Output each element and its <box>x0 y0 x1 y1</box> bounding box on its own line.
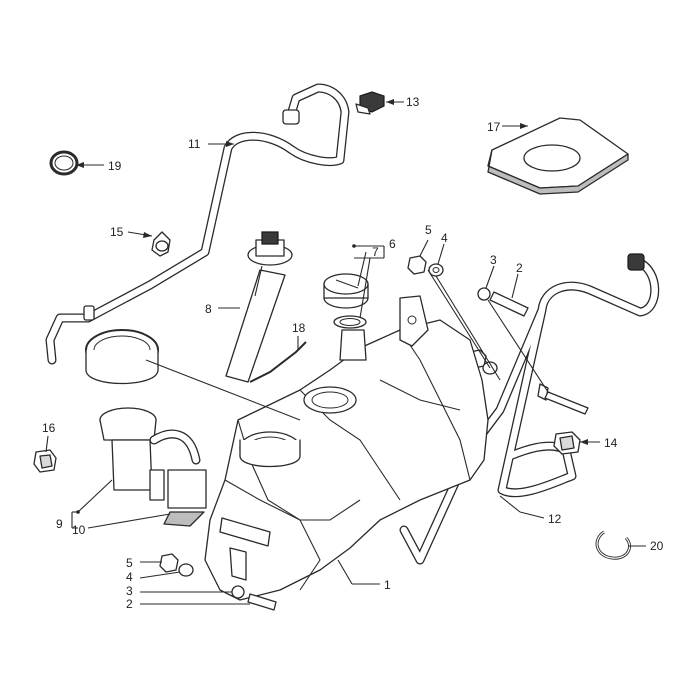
callout-3-lower: 3 <box>126 584 133 598</box>
part-19-hose-clamp <box>49 150 79 176</box>
part-14-connector <box>553 431 581 455</box>
part-17-tank-pad <box>487 117 629 195</box>
parts-9-10-fuel-pump <box>85 329 207 527</box>
callout-17: 17 <box>487 120 501 134</box>
callout-11: 11 <box>188 137 201 151</box>
callout-2-lower: 2 <box>126 597 133 611</box>
callout-8: 8 <box>205 302 212 316</box>
callout-5-lower: 5 <box>126 556 133 570</box>
callout-14: 14 <box>604 436 618 450</box>
part-8-level-sender <box>225 231 293 383</box>
callout-15: 15 <box>110 225 124 239</box>
part-20-clamp <box>595 530 631 560</box>
callout-4-lower: 4 <box>126 570 133 584</box>
assembly-lines <box>145 269 549 421</box>
part-11-vent-hose <box>45 83 350 365</box>
part-16-clip <box>33 449 57 473</box>
part-15-clip <box>151 231 171 257</box>
part-13-hose-clip <box>355 91 385 115</box>
callout-18: 18 <box>292 321 306 335</box>
callout-5-upper: 5 <box>425 223 432 237</box>
callout-19: 19 <box>108 159 122 173</box>
callout-16: 16 <box>42 421 56 435</box>
callout-2-upper: 2 <box>516 261 523 275</box>
callout-10: 10 <box>72 523 86 537</box>
callout-4-upper: 4 <box>441 231 448 245</box>
parts-3-2-upper-bolts <box>477 287 589 415</box>
parts-5-4-3-2-lower-hardware <box>159 553 277 611</box>
callout-labels: 1 2 2 3 3 4 4 5 5 6 7 8 9 10 11 12 13 14… <box>42 95 664 611</box>
callout-3-upper: 3 <box>490 253 497 267</box>
callout-9: 9 <box>56 517 63 531</box>
part-1-fuel-tank <box>204 295 489 601</box>
callout-12: 12 <box>548 512 562 526</box>
callout-leaders <box>45 99 646 605</box>
part-7-fuel-cap <box>323 273 369 329</box>
callout-1: 1 <box>384 578 391 592</box>
callout-13: 13 <box>406 95 420 109</box>
callout-7: 7 <box>372 245 379 259</box>
part-18-wire <box>249 341 307 383</box>
callout-6: 6 <box>389 237 396 251</box>
callout-20: 20 <box>650 539 664 553</box>
parts-5-4-upper-nut-washer <box>407 255 498 375</box>
